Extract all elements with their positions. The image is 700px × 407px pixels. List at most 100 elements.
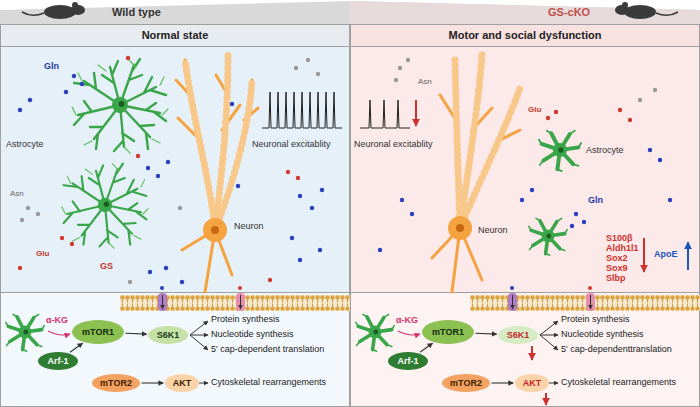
gln-dots-part <box>400 198 404 202</box>
panel-title: GS-cKO <box>548 6 590 18</box>
membrane-part <box>236 293 245 311</box>
asn-dots <box>20 58 657 284</box>
marker-gene: Sox2 <box>606 254 628 264</box>
neuron-drawing-part <box>176 55 520 292</box>
mouse-icon-part <box>656 12 678 15</box>
panel-grounds-part <box>0 292 350 407</box>
change-arrows-part <box>415 100 417 126</box>
glu-dots-part <box>546 116 550 120</box>
gln-dots-part <box>298 258 302 262</box>
mouse-icon-part <box>624 5 656 19</box>
gln-dots-part <box>164 266 168 270</box>
gln-dots-part <box>230 102 234 106</box>
change-arrows-part <box>687 242 689 270</box>
panel-grounds-part <box>0 24 350 46</box>
membrane-part-part <box>162 295 163 309</box>
output-label: Cytoskeletal rearrangements <box>561 378 676 388</box>
pathway-arrow <box>420 343 433 352</box>
panel-title: Wild type <box>112 6 161 18</box>
output-arrows-part <box>190 335 208 350</box>
gln-dots-part <box>570 224 574 228</box>
gln-dots-part <box>510 286 514 290</box>
glu-dots-part <box>268 278 272 282</box>
asn-dots-part <box>294 66 298 70</box>
panel-heading: Motor and social dysfunction <box>350 24 700 46</box>
gln-dots-part <box>28 98 32 102</box>
output-label: 5' cap-dependenttranslation <box>561 345 672 355</box>
neuron-drawing-part-part <box>185 60 215 230</box>
molecule-label: Glu <box>36 250 49 259</box>
node-label: AKT <box>523 379 542 388</box>
output-arrows-part <box>540 321 558 335</box>
node-label: mTOR2 <box>100 379 132 388</box>
pathway-arrow <box>492 382 514 383</box>
membrane <box>120 293 700 311</box>
gln-dots-part <box>310 206 314 210</box>
neuron-drawing-part-part <box>460 88 520 228</box>
output-arrows-part <box>540 335 558 336</box>
output-label: Nucleotide synthesis <box>211 330 294 340</box>
panel-grounds-part <box>350 24 700 46</box>
gln-dots-part <box>160 286 164 290</box>
banner-part <box>0 1 700 24</box>
mouse-icon-part <box>622 2 628 8</box>
mouse-icon-part <box>22 12 44 15</box>
node-label: Arf-1 <box>397 357 418 366</box>
membrane-part-part <box>240 295 241 309</box>
output-label: Cytoskeletal rearrangements <box>211 378 326 388</box>
enzyme-label: GS <box>100 262 113 272</box>
glu-dots-part <box>618 108 622 112</box>
gln-dots-part <box>148 270 152 274</box>
output-arrows-part <box>540 335 558 350</box>
asn-dots-part <box>26 206 30 210</box>
glu-dots-part <box>296 176 300 180</box>
akt-oval: AKT <box>515 374 550 392</box>
spike-trace <box>262 92 410 128</box>
astrocyte-drawing-part <box>539 131 581 171</box>
change-arrows-part <box>545 393 547 405</box>
output-label: Protein synthesis <box>561 315 630 325</box>
glu-dots-part <box>238 286 242 290</box>
cell-label: Neuron <box>234 222 264 232</box>
panel-grounds-part-part <box>1 25 350 407</box>
astrocyte-drawing-part <box>6 314 44 351</box>
change-arrows-part <box>531 346 533 360</box>
banner-part <box>350 1 700 24</box>
s6k1-oval: S6K1 <box>498 326 538 344</box>
neuron-drawing-part <box>456 224 464 232</box>
asn-dots-part <box>398 66 402 70</box>
membrane-part-part <box>512 295 513 309</box>
panel-grounds <box>0 24 700 407</box>
astrocyte-drawing-part <box>529 218 567 255</box>
asn-dots-part <box>394 78 398 82</box>
gln-dots-part <box>574 212 578 216</box>
molecule-label: α-KG <box>396 316 418 326</box>
gln-dots-part <box>166 160 170 164</box>
output-arrows-part <box>549 383 558 384</box>
marker-gene: S100β <box>606 234 633 244</box>
panel-grounds-part-part <box>351 25 700 407</box>
asn-dots-part <box>306 58 310 62</box>
astrocyte-drawing-part <box>62 164 148 249</box>
node-label: S6K1 <box>157 331 180 340</box>
arf1-blob: Arf-1 <box>388 352 428 370</box>
output-arrows-part <box>199 383 208 384</box>
banner <box>0 1 700 24</box>
marker-gene: Sox9 <box>606 264 628 274</box>
gln-dots-part <box>410 212 414 216</box>
trace-label: Neuronal excitablity <box>252 140 331 150</box>
arf1-blob: Arf-1 <box>38 352 78 370</box>
asn-dots-part <box>406 58 410 62</box>
gln-dots-part <box>318 248 322 252</box>
asn-dots-part <box>20 218 24 222</box>
neuron-drawing <box>176 55 520 292</box>
panel-heading: Normal state <box>0 24 350 46</box>
pathway-arrow <box>475 333 496 335</box>
node-label: Arf-1 <box>47 357 68 366</box>
asn-dots-part <box>128 280 132 284</box>
neuron-drawing-part-part <box>185 60 215 230</box>
gln-dots-part <box>64 90 68 94</box>
neuron-drawing-part-part <box>455 60 460 228</box>
node-label: S6K1 <box>507 331 530 340</box>
membrane-part <box>158 293 167 311</box>
